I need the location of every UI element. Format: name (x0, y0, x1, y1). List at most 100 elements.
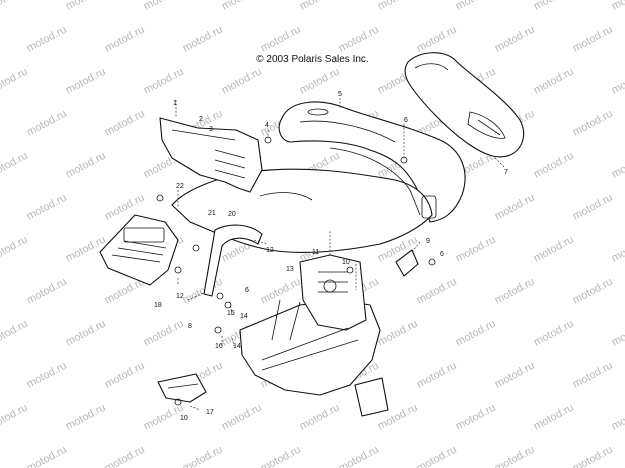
callout-1: 1 (173, 100, 177, 107)
callout-14-upper: 14 (240, 313, 248, 320)
watermark-text: motod.ru (532, 66, 576, 97)
callout-5: 5 (338, 91, 342, 98)
callout-6-right: 6 (440, 251, 444, 258)
callout-2: 2 (199, 116, 203, 123)
watermark-text: motod.ru (493, 444, 537, 468)
watermark-text: motod.ru (493, 24, 537, 55)
watermark-text: motod.ru (571, 360, 615, 391)
watermark-text: motod.ru (571, 276, 615, 307)
watermark-text: motod.ru (610, 234, 625, 265)
watermark-text: motod.ru (64, 318, 108, 349)
watermark-text: motod.ru (64, 0, 108, 13)
callout-10-upper: 10 (342, 259, 350, 266)
callout-labels: 1 2 3 4 5 6 7 22 21 20 12 11 13 9 6 10 6… (154, 91, 508, 422)
watermark-text: motod.ru (142, 0, 186, 13)
watermark-text: motod.ru (454, 402, 498, 433)
watermark-text: motod.ru (298, 0, 342, 13)
callout-16: 16 (215, 343, 223, 350)
watermark-text: motod.ru (259, 24, 303, 55)
watermark-text: motod.ru (64, 402, 108, 433)
callout-12-lower: 12 (176, 293, 184, 300)
watermark-text: motod.ru (0, 402, 30, 433)
callout-12-upper: 12 (266, 247, 274, 254)
watermark-text: motod.ru (337, 444, 381, 468)
watermark-text: motod.ru (103, 360, 147, 391)
watermark-text: motod.ru (25, 276, 69, 307)
leader-lines (175, 98, 506, 411)
watermark-text: motod.ru (532, 318, 576, 349)
watermark-text: motod.ru (376, 0, 420, 13)
watermark-text: motod.ru (571, 192, 615, 223)
watermark-text: motod.ru (25, 444, 69, 468)
watermark-text: motod.ru (610, 0, 625, 13)
seat-cover (404, 52, 525, 158)
watermark-text: motod.ru (0, 0, 30, 13)
watermark-text: motod.ru (415, 444, 459, 468)
callout-7: 7 (504, 169, 508, 176)
watermark-text: motod.ru (337, 24, 381, 55)
watermark-text: motod.ru (103, 108, 147, 139)
callout-11: 11 (312, 249, 319, 256)
footrest (99, 214, 179, 286)
callout-13: 13 (286, 266, 294, 273)
watermark-text: motod.ru (298, 402, 342, 433)
watermark-text: motod.ru (493, 276, 537, 307)
watermark-text: motod.ru (181, 24, 225, 55)
watermark-text: motod.ru (220, 66, 264, 97)
watermark-text: motod.ru (142, 66, 186, 97)
watermark-text: motod.ru (103, 444, 147, 468)
watermark-text: motod.ru (610, 66, 625, 97)
watermark-text: motod.ru (571, 24, 615, 55)
callout-15: 15 (227, 310, 235, 317)
watermark-text: motod.ru (25, 108, 69, 139)
callout-21: 21 (208, 210, 216, 217)
callout-6-lower: 6 (245, 287, 249, 294)
callout-20: 20 (228, 211, 236, 218)
callout-18-left: 18 (154, 302, 162, 309)
callout-6: 6 (404, 117, 408, 124)
watermark-text: motod.ru (181, 276, 225, 307)
watermark-text: motod.ru (25, 24, 69, 55)
watermark-text: motod.ru (298, 66, 342, 97)
watermark-text: motod.ru (493, 192, 537, 223)
watermark-text: motod.ru (0, 234, 30, 265)
watermark-text: motod.ru (532, 402, 576, 433)
watermark-text: motod.ru (454, 318, 498, 349)
watermark-text: motod.ru (610, 150, 625, 181)
callout-14-lower: 14 (233, 343, 241, 350)
watermark-text: motod.ru (376, 318, 420, 349)
side-panel (159, 117, 263, 193)
watermark-text: motod.ru (181, 444, 225, 468)
watermark-text: motod.ru (454, 234, 498, 265)
watermark-text: motod.ru (220, 0, 264, 13)
watermark-text: motod.ru (259, 276, 303, 307)
watermark-text: motod.ru (415, 360, 459, 391)
watermark-text: motod.ru (64, 150, 108, 181)
watermark-text: motod.ru (25, 192, 69, 223)
frame (239, 254, 389, 417)
watermark-text: motod.ru (64, 234, 108, 265)
watermark-text: motod.ru (0, 318, 30, 349)
callout-22: 22 (176, 183, 184, 190)
watermark-text: motod.ru (64, 66, 108, 97)
callout-4: 4 (265, 122, 269, 129)
watermark-text: motod.ru (0, 150, 30, 181)
watermark-text: motod.ru (454, 0, 498, 13)
mudguard-strip (203, 224, 263, 297)
watermark-text: motod.ru (220, 402, 264, 433)
watermark-text: motod.ru (415, 276, 459, 307)
watermark-text: motod.ru (259, 444, 303, 468)
callout-9: 9 (426, 238, 430, 245)
watermark-text: motod.ru (532, 0, 576, 13)
callout-17: 17 (206, 409, 214, 416)
watermark-text: motod.ru (142, 318, 186, 349)
fasteners (156, 136, 436, 406)
callout-3: 3 (209, 126, 213, 133)
watermark-text: motod.ru (415, 24, 459, 55)
watermark-text: motod.ru (610, 318, 625, 349)
watermark-text: motod.ru (571, 444, 615, 468)
watermark-text: motod.ru (532, 234, 576, 265)
bracket (395, 249, 419, 277)
